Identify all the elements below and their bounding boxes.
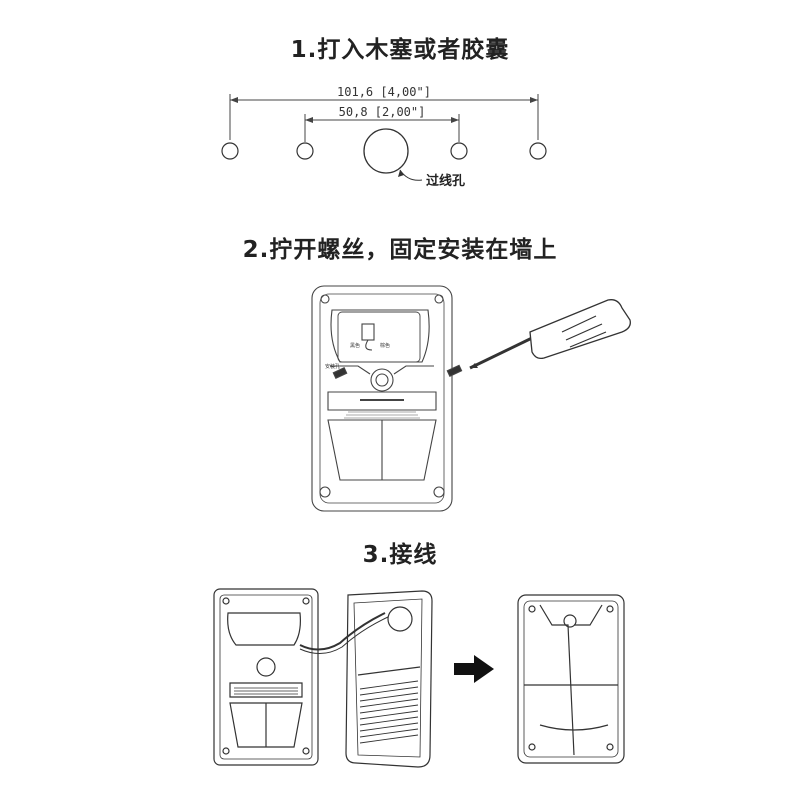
step-1-title: 1.打入木塞或者胶囊: [290, 37, 510, 63]
inner-dimension-label: 50,8 [2,00"]: [339, 105, 426, 119]
mount-hole-outer-right: [529, 142, 547, 160]
board-label-black: 黑色: [350, 342, 360, 349]
screwdriver-icon: [469, 299, 631, 370]
screw-hole-label: 安装孔: [325, 363, 340, 370]
mount-hole-outer-left: [221, 142, 239, 160]
right-arrow-icon: [454, 655, 494, 683]
step-2-title: 2.拧开螺丝，固定安装在墙上: [242, 237, 558, 263]
hole-layout-diagram: 101,6 [4,00"] 50,8 [2,00"] 过线孔: [221, 85, 547, 189]
mount-hole-inner-right: [450, 142, 468, 160]
device-housing: [311, 285, 453, 512]
mounting-diagram: 黑色 棕色 安装孔: [311, 285, 631, 512]
device-assembled: [517, 594, 625, 764]
wiring-diagram: [213, 588, 625, 768]
device-base: [213, 588, 319, 766]
device-cover-side: [345, 590, 433, 768]
board-label-brown: 棕色: [380, 342, 390, 349]
mount-hole-inner-left: [296, 142, 314, 160]
outer-dimension-label: 101,6 [4,00"]: [337, 85, 431, 99]
connection-wire: [299, 612, 386, 651]
wire-pass-hole: [363, 128, 409, 174]
step-3-title: 3.接线: [362, 542, 438, 568]
wire-hole-label: 过线孔: [426, 173, 465, 189]
